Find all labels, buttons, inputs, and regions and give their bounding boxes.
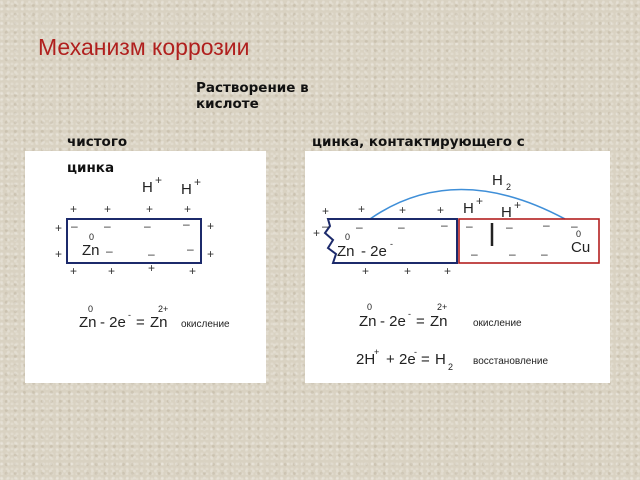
h-ion-charge: + [194, 175, 201, 189]
plus-sign: + [404, 264, 411, 278]
h-ion-charge: + [514, 198, 521, 212]
electron-charge: - [414, 347, 417, 357]
plus-sign: + [184, 202, 191, 216]
eq-equals: = [136, 314, 145, 331]
zn-ion-charge: 2+ [437, 302, 447, 312]
plus-sign: + [189, 264, 196, 278]
caption-contact: цинка, контактирующего с [312, 134, 525, 150]
h-ion-charge: + [155, 173, 162, 187]
eq-zn: Zn [79, 314, 97, 331]
eq-2e: 2e [399, 351, 416, 368]
minus-sign: – [506, 220, 513, 234]
cu-charge: 0 [576, 229, 581, 239]
h-ion-label: H [181, 181, 192, 198]
zinc-plate [66, 218, 202, 264]
h2-subscript: 2 [506, 182, 511, 192]
minus-sign: – [398, 220, 405, 234]
zn-label: Zn [82, 242, 100, 259]
h2-subscript: 2 [448, 362, 453, 372]
zinc-plate [323, 218, 458, 264]
eq-minus-2e: - 2e [380, 313, 406, 330]
left-diagram: H + H + + + + + + + + + + + + + – – – – … [55, 173, 230, 331]
zn-charge: 0 [345, 232, 350, 242]
minus-sign: – [471, 247, 478, 261]
zn-ion-charge: 2+ [158, 304, 168, 314]
minus-sign: – [541, 247, 548, 261]
copper-plate [458, 218, 600, 264]
plus-sign: + [148, 261, 155, 275]
minus-sign: – [183, 217, 190, 231]
plus-sign: + [146, 202, 153, 216]
plus-sign: + [444, 264, 451, 278]
h-ion-label: H [142, 179, 153, 196]
caption-pure: чистого [67, 134, 128, 150]
pure-zinc-panel [25, 151, 266, 383]
eq-minus-2e: - 2e [100, 314, 126, 331]
electron-charge: - [390, 239, 393, 249]
plus-sign: + [313, 226, 320, 240]
h-ion-charge: + [374, 347, 379, 357]
plus-sign: + [362, 264, 369, 278]
electron-charge: - [408, 309, 411, 319]
plus-sign: + [108, 264, 115, 278]
minus-sign: – [356, 220, 363, 234]
plus-sign: + [70, 264, 77, 278]
minus-sign: – [106, 244, 113, 258]
minus-sign: – [441, 218, 448, 232]
plus-sign: + [437, 203, 444, 217]
plus-sign: + [358, 202, 365, 216]
zn-charge: 0 [88, 304, 93, 314]
h2-label: H [492, 172, 503, 189]
h-ion-label: H [501, 204, 512, 221]
cu-label: Cu [571, 239, 590, 256]
minus-sign: – [571, 219, 578, 233]
eq-zn: Zn [359, 313, 377, 330]
oxidation-label: окисление [181, 319, 230, 330]
page-title: Механизм коррозии [38, 34, 250, 60]
eq-zn-ion: Zn [430, 313, 448, 330]
minus-sign: – [322, 219, 329, 233]
minus-sign: – [509, 247, 516, 261]
eq-h2: H [435, 351, 446, 368]
h-ion-label: H [463, 200, 474, 217]
plus-sign: + [70, 202, 77, 216]
oxidation-label: окисление [473, 318, 522, 329]
eq-zn-ion: Zn [150, 314, 168, 331]
plus-sign: + [55, 221, 62, 235]
caption-zinc: цинка [67, 160, 115, 176]
plus-sign: + [207, 247, 214, 261]
eq-plus: + [386, 351, 395, 368]
zn-charge: 0 [89, 232, 94, 242]
minus-sign: – [148, 247, 155, 261]
eq-2h: 2H [356, 351, 375, 368]
reduction-label: восстановление [473, 356, 548, 367]
plus-sign: + [399, 203, 406, 217]
h-ion-charge: + [476, 194, 483, 208]
minus-sign: – [104, 219, 111, 233]
subtitle: Растворение в кислоте [196, 80, 309, 112]
plus-sign: + [207, 219, 214, 233]
electron-flow-arc [369, 188, 566, 220]
plus-sign: + [322, 204, 329, 218]
minus-sign: – [187, 242, 194, 256]
minus-2e-label: - 2e [361, 243, 387, 260]
eq-equals: = [416, 313, 425, 330]
electron-charge: - [128, 310, 131, 320]
right-diagram: H 2 H + H + + + + + + + + + – – – – – – … [313, 172, 600, 372]
zn-charge: 0 [367, 302, 372, 312]
minus-sign: – [144, 219, 151, 233]
zn-label: Zn [337, 243, 355, 260]
plus-sign: + [104, 202, 111, 216]
eq-equals: = [421, 351, 430, 368]
minus-sign: – [543, 218, 550, 232]
minus-sign: – [466, 219, 473, 233]
plus-sign: + [55, 247, 62, 261]
minus-sign: – [71, 219, 78, 233]
